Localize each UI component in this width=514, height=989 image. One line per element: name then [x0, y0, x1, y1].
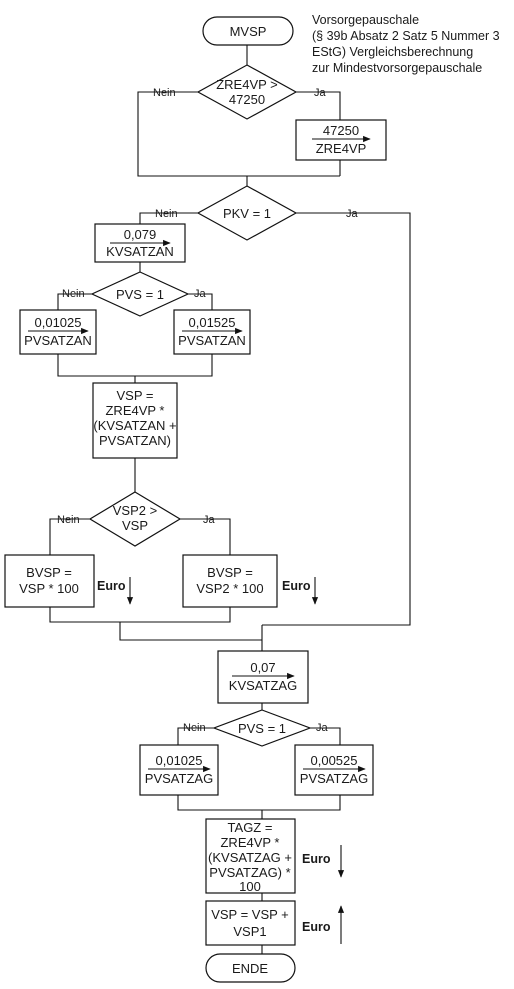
- calc-vsp-line-4: PVSATZAN): [99, 433, 171, 448]
- decision-pvs-ag: PVS = 1 Nein Ja: [183, 709, 329, 747]
- assign-kvsatzag-target: KVSATZAG: [229, 678, 297, 693]
- note-line-2: (§ 39b Absatz 2 Satz 5 Nummer 3: [312, 29, 500, 43]
- calc-vsp-sum-box: VSP = VSP + VSP1 Euro: [205, 900, 345, 946]
- decision-pvs-an-yes-label: Ja: [194, 288, 207, 300]
- assign-pvsatzan-no-box: 0,01025 PVSATZAN: [19, 309, 97, 355]
- decision-pvs-an-line-1: PVS = 1: [116, 287, 164, 302]
- decision-vsp2-no-label: Nein: [57, 514, 80, 526]
- assign-pvsatzan-yes-box: 0,01525 PVSATZAN: [173, 309, 251, 355]
- decision-vsp2-line-2: VSP: [122, 518, 148, 533]
- decision-pvs-an-no-label: Nein: [62, 288, 85, 300]
- decision-vsp2-yes-label: Ja: [203, 514, 216, 526]
- assign-kvsatzan-target: KVSATZAN: [106, 244, 174, 259]
- assign-pvsatzag-no-target: PVSATZAG: [145, 771, 213, 786]
- calc-tagz-line-5: 100: [239, 879, 261, 894]
- assign-pvsatzag-no-box: 0,01025 PVSATZAG: [139, 744, 219, 796]
- calc-tagz-line-3: (KVSATZAG +: [208, 850, 292, 865]
- decision-zre4vp-yes-label: Ja: [314, 87, 327, 99]
- calc-bvsp-yes-line-1: BVSP =: [207, 565, 253, 580]
- calc-tagz-box: TAGZ = ZRE4VP * (KVSATZAG + PVSATZAG) * …: [205, 818, 345, 894]
- calc-vsp-line-2: ZRE4VP *: [105, 403, 164, 418]
- decision-vsp2: VSP2 > VSP Nein Ja: [57, 491, 216, 547]
- calc-tagz-line-2: ZRE4VP *: [220, 835, 279, 850]
- connector-lines: [49, 45, 411, 954]
- calc-bvsp-no-line-2: VSP * 100: [19, 581, 79, 596]
- decision-pkv-yes-label: Ja: [346, 208, 359, 220]
- decision-pkv-no-label: Nein: [155, 208, 178, 220]
- start-label: MVSP: [230, 24, 267, 39]
- assign-kvsatzan-box: 0,079 KVSATZAN: [94, 223, 186, 263]
- calc-bvsp-no-unit: Euro: [97, 579, 126, 593]
- decision-pvs-ag-yes-label: Ja: [316, 722, 329, 734]
- decision-pvs-an: PVS = 1 Nein Ja: [62, 271, 207, 317]
- assign-pvsatzan-yes-target: PVSATZAN: [178, 333, 246, 348]
- calc-tagz-line-4: PVSATZAG) *: [209, 865, 290, 880]
- calc-tagz-line-1: TAGZ =: [228, 820, 273, 835]
- decision-pvs-ag-no-label: Nein: [183, 722, 206, 734]
- note-line-3: EStG) Vergleichsberechnung: [312, 45, 473, 59]
- decision-zre4vp-line-2: 47250: [229, 92, 265, 107]
- description-note: Vorsorgepauschale (§ 39b Absatz 2 Satz 5…: [312, 13, 500, 75]
- assign-zre4vp-target: ZRE4VP: [316, 141, 367, 156]
- assign-pvsatzan-no-target: PVSATZAN: [24, 333, 92, 348]
- calc-vsp-sum-unit: Euro: [302, 920, 331, 934]
- note-line-4: zur Mindestvorsorgepauschale: [312, 61, 482, 75]
- assign-pvsatzag-no-value: 0,01025: [156, 753, 203, 768]
- calc-vsp-sum-line-1: VSP = VSP +: [211, 907, 289, 922]
- calc-bvsp-no-box: BVSP = VSP * 100 Euro: [4, 554, 134, 608]
- calc-vsp-line-3: (KVSATZAN +: [93, 418, 176, 433]
- note-line-1: Vorsorgepauschale: [312, 13, 419, 27]
- assign-pvsatzag-yes-value: 0,00525: [311, 753, 358, 768]
- decision-zre4vp-line-1: ZRE4VP >: [216, 77, 278, 92]
- assign-kvsatzag-value: 0,07: [250, 660, 275, 675]
- calc-vsp-sum-line-2: VSP1: [233, 924, 266, 939]
- assign-kvsatzan-value: 0,079: [124, 227, 157, 242]
- decision-zre4vp: ZRE4VP > 47250 Nein Ja: [153, 64, 327, 120]
- calc-bvsp-no-line-1: BVSP =: [26, 565, 72, 580]
- calc-bvsp-yes-line-2: VSP2 * 100: [196, 581, 263, 596]
- end-label: ENDE: [232, 961, 268, 976]
- assign-pvsatzag-yes-box: 0,00525 PVSATZAG: [294, 744, 374, 796]
- decision-pkv-line-1: PKV = 1: [223, 206, 271, 221]
- decision-pkv: PKV = 1 Nein Ja: [155, 185, 359, 241]
- start-terminal: MVSP: [202, 16, 294, 46]
- assign-pvsatzan-yes-value: 0,01525: [189, 315, 236, 330]
- calc-vsp-line-1: VSP =: [117, 388, 154, 403]
- decision-pvs-ag-line-1: PVS = 1: [238, 721, 286, 736]
- calc-bvsp-yes-unit: Euro: [282, 579, 311, 593]
- calc-tagz-unit: Euro: [302, 852, 331, 866]
- assign-zre4vp-value: 47250: [323, 123, 359, 138]
- calc-bvsp-yes-box: BVSP = VSP2 * 100 Euro: [182, 554, 319, 608]
- assign-pvsatzan-no-value: 0,01025: [35, 315, 82, 330]
- end-terminal: ENDE: [205, 953, 296, 983]
- decision-vsp2-line-1: VSP2 >: [113, 503, 157, 518]
- assign-zre4vp-box: 47250 ZRE4VP: [295, 119, 387, 161]
- assign-pvsatzag-yes-target: PVSATZAG: [300, 771, 368, 786]
- assign-kvsatzag-box: 0,07 KVSATZAG: [217, 650, 309, 704]
- calc-vsp-box: VSP = ZRE4VP * (KVSATZAN + PVSATZAN): [92, 382, 178, 459]
- decision-zre4vp-no-label: Nein: [153, 87, 176, 99]
